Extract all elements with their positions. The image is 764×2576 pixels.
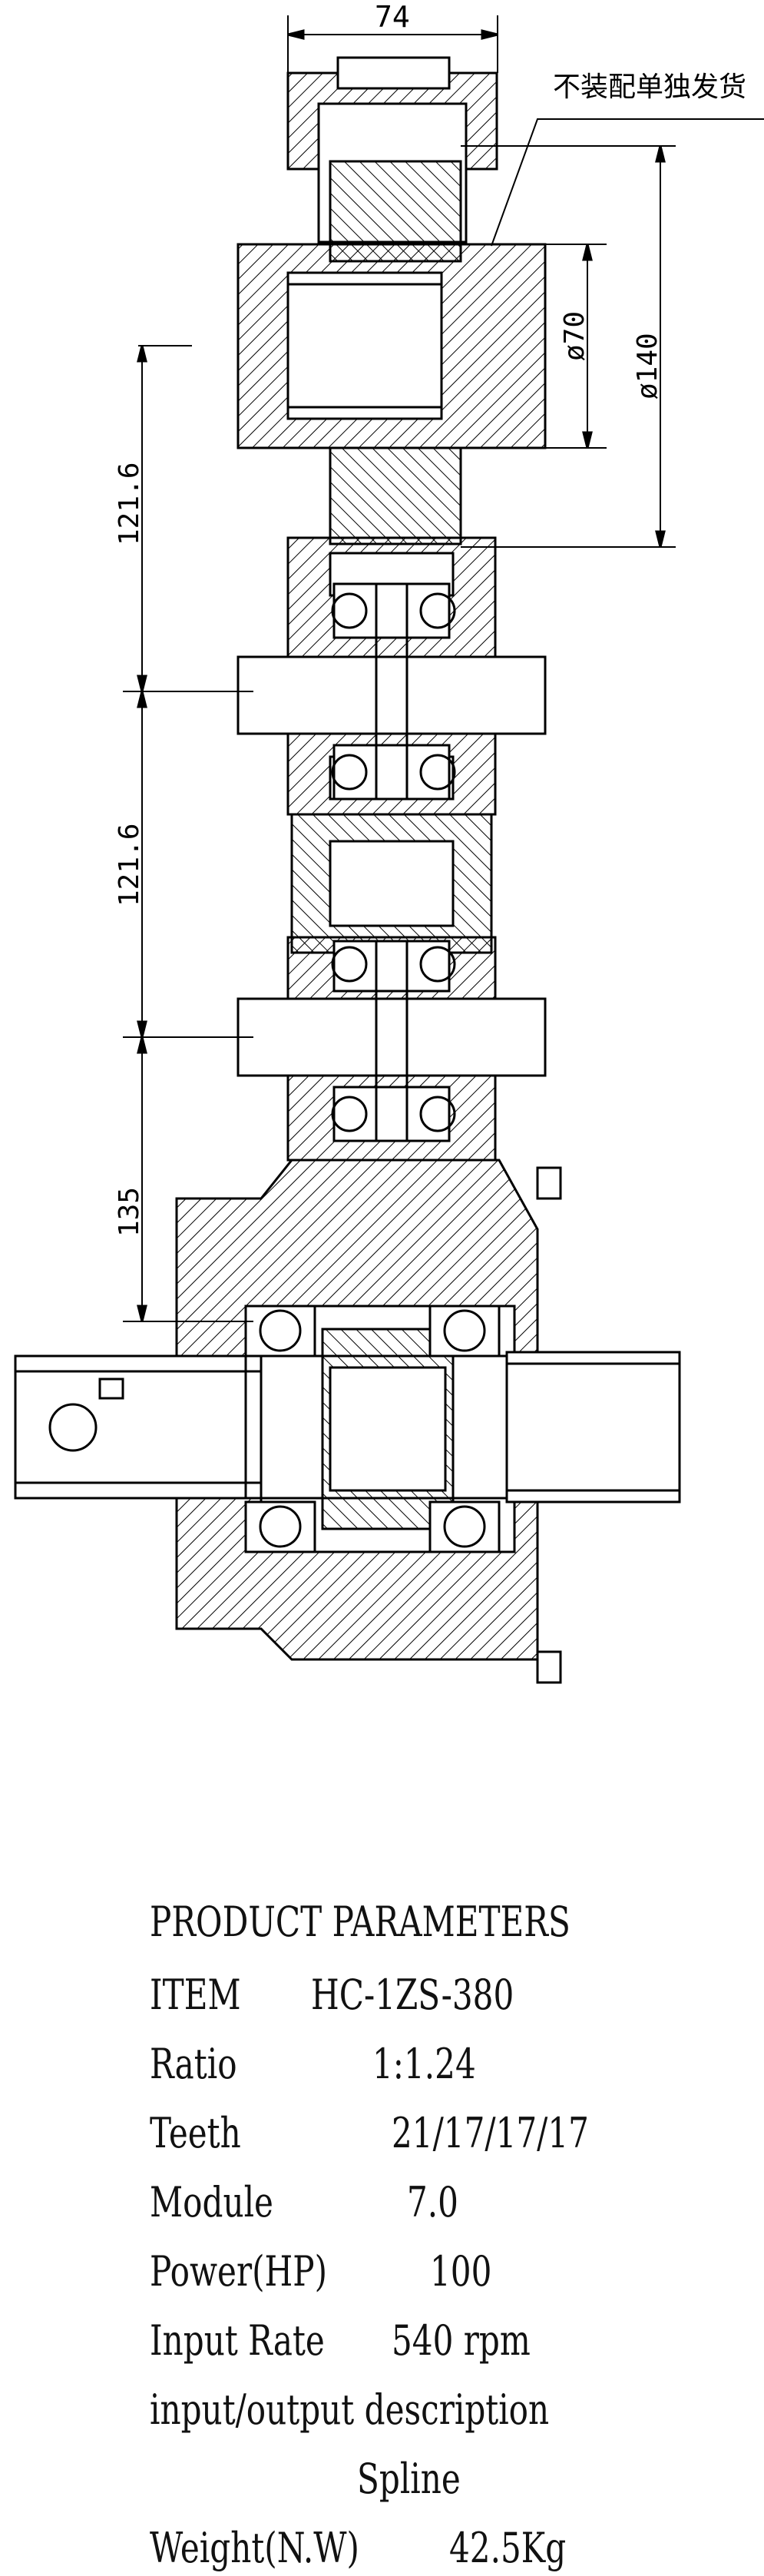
param-label-module: Module (150, 2178, 273, 2226)
param-label-ratio: Ratio (150, 2040, 237, 2088)
product-parameters: PRODUCT PARAMETERS ITEM HC-1ZS-380 Ratio… (0, 1844, 764, 2576)
param-label-power: Power(HP) (150, 2247, 328, 2296)
param-value-power: 100 (430, 2247, 492, 2296)
note-separate-shipment: 不装配单独发货 (553, 71, 746, 103)
dim-spacing-1: 121.6 (114, 462, 145, 545)
dim-width-top: 74 (375, 0, 410, 34)
param-value-module: 7.0 (407, 2178, 458, 2226)
param-label-input-rate: Input Rate (150, 2316, 325, 2365)
param-label-io-description: input/output description (150, 2385, 550, 2434)
param-label-weight: Weight(N.W) (150, 2524, 359, 2572)
dim-spacing-2: 121.6 (114, 824, 145, 907)
params-heading: PRODUCT PARAMETERS (150, 1898, 571, 1946)
dim-dia-outer: ø140 (632, 333, 663, 399)
param-value-weight: 42.5Kg (449, 2524, 567, 2572)
param-value-ratio: 1:1.24 (372, 2040, 476, 2088)
param-value-spline: Spline (357, 2455, 461, 2503)
param-value-input-rate: 540 rpm (392, 2316, 531, 2365)
dim-spacing-3: 135 (114, 1187, 145, 1237)
gearbox-section-drawing: 74 ø70 ø140 121.6 121.6 135 不装配单独发货 (14, 0, 764, 1684)
param-value-teeth: 21/17/17/17 (392, 2109, 589, 2157)
param-label-item: ITEM (150, 1971, 241, 2019)
dim-dia-inner: ø70 (559, 311, 590, 361)
param-label-teeth: Teeth (150, 2109, 241, 2157)
param-value-item: HC-1ZS-380 (311, 1971, 514, 2019)
